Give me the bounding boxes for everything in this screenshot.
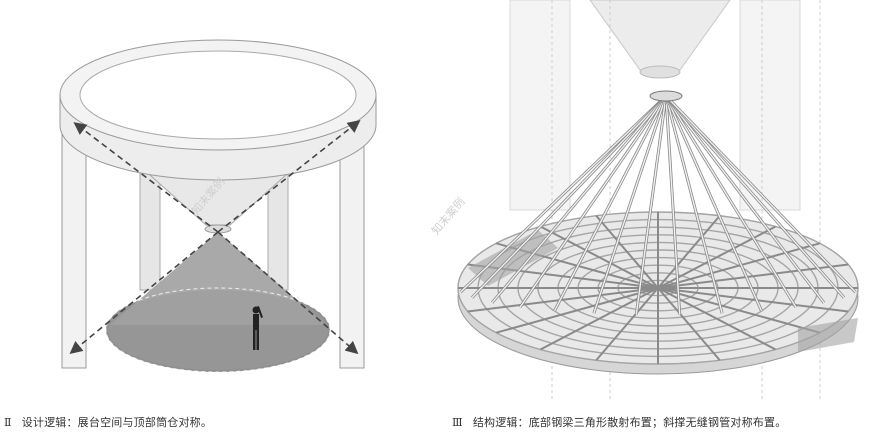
steel-brace-highlight [665,95,857,293]
radial-beam [495,287,659,334]
caption-right: Ⅲ 结构逻辑：底部钢梁三角形散射布置；斜撑无缝钢管对称布置。 [452,414,786,430]
shaded-panel [468,230,558,286]
caption-number: Ⅱ [4,416,12,429]
steel-brace-highlight [665,95,825,304]
steel-brace-highlight [593,95,667,314]
steel-brace-highlight [471,95,667,299]
steel-brace-highlight [665,95,681,315]
steel-brace-highlight [459,95,667,293]
radial-structure-svg [457,0,859,400]
front-column-left [61,119,87,369]
radial-beam [657,242,821,289]
radial-beam [539,225,659,289]
silo-symmetry-diagram [0,0,440,410]
steel-brace-highlight [519,95,667,308]
caption-text: 设计逻辑：展台空间与顶部筒仓对称。 [21,416,213,429]
person-figure [252,306,263,350]
silo-ghost-cone [589,0,731,71]
radial-beam [595,215,659,289]
radial-beam [657,287,821,334]
steel-brace-highlight [491,95,667,304]
steel-brace-highlight [665,95,763,312]
arrow-to-bottom-left [69,231,219,355]
radial-beam [657,287,721,361]
arrow-to-bottom-right [217,231,359,355]
steel-brace-highlight [553,95,667,312]
caption-left: Ⅱ 设计逻辑：展台空间与顶部筒仓对称。 [4,414,212,430]
shaded-panel [798,318,858,352]
silo-symmetry-svg [59,39,377,373]
radial-structure-diagram [440,0,880,410]
radial-beam [595,287,659,361]
steel-brace-highlight [665,95,845,299]
caption-number: Ⅲ [452,416,463,429]
radial-beam [657,215,721,289]
silo-ghost-column [509,0,571,211]
steel-brace-highlight [665,95,723,314]
caption-text: 结构逻辑：底部钢梁三角形散射布置；斜撑无缝钢管对称布置。 [472,416,787,429]
steel-braces [459,94,857,315]
radial-beam [657,287,849,313]
steel-brace-highlight [635,95,667,315]
steel-brace-highlight [665,95,797,308]
silo-ghost-column [739,0,801,211]
top-hub [649,90,683,102]
radial-beam [467,287,659,313]
